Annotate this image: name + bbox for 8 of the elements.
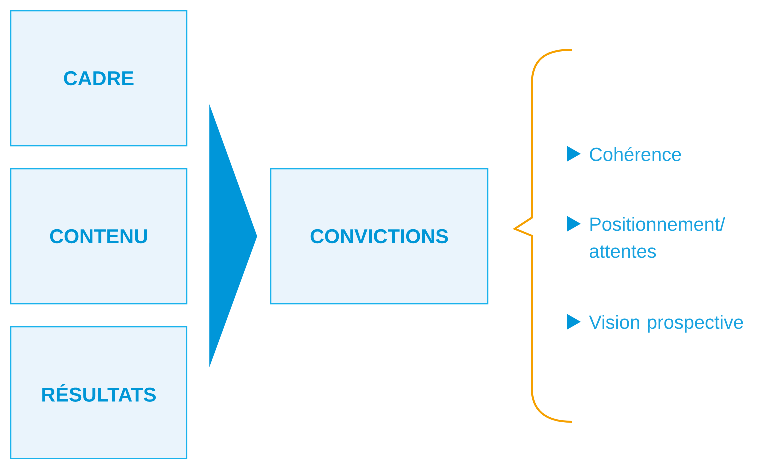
- process-box: CONVICTIONS: [270, 168, 489, 305]
- bullet-text: Cohérence: [590, 147, 682, 162]
- chevron-arrow: [210, 104, 258, 368]
- process-box: CADRE: [10, 10, 188, 147]
- process-box: CONTENU: [10, 168, 188, 305]
- bullet-text: Vision prospective: [589, 315, 744, 333]
- bullet-text: Positionnement/ attentes: [590, 217, 726, 258]
- process-box: RÉSULTATS: [10, 326, 188, 459]
